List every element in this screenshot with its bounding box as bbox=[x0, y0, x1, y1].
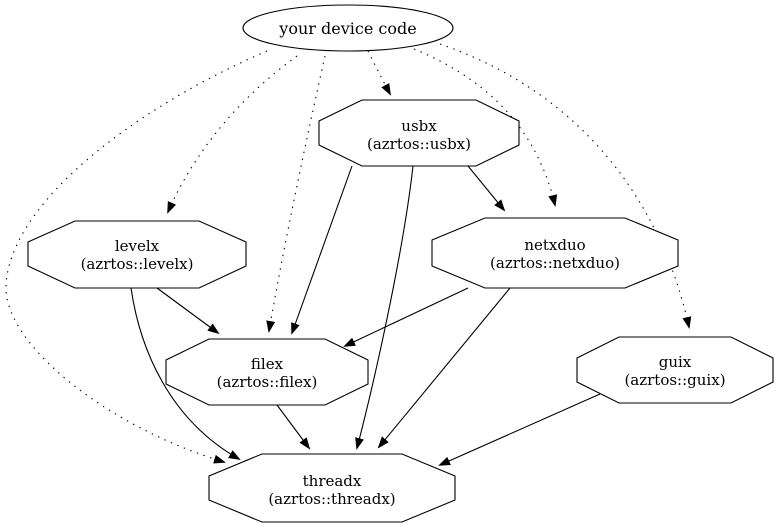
node-filex: filex (azrtos::filex) bbox=[165, 338, 369, 406]
node-netxduo-label: netxduo bbox=[524, 236, 585, 254]
node-threadx: threadx (azrtos::threadx) bbox=[208, 453, 456, 523]
edge-device-filex bbox=[266, 55, 326, 333]
node-device-code-label: your device code bbox=[278, 19, 416, 38]
octagon-shape bbox=[27, 220, 247, 289]
edge-usbx-filex bbox=[291, 165, 353, 335]
edge-guix-threadx bbox=[438, 393, 601, 466]
octagon-shape bbox=[165, 338, 369, 406]
node-usbx-label: usbx bbox=[401, 117, 437, 135]
node-levelx-label: levelx bbox=[115, 237, 160, 255]
node-guix: guix (azrtos::guix) bbox=[576, 336, 774, 404]
node-device-code: your device code bbox=[242, 4, 454, 52]
octagon-shape bbox=[208, 453, 456, 523]
edge-device-guix bbox=[439, 43, 692, 329]
edge-filex-threadx bbox=[276, 404, 311, 450]
node-usbx: usbx (azrtos::usbx) bbox=[318, 99, 520, 167]
node-levelx-sublabel: (azrtos::levelx) bbox=[81, 255, 194, 273]
node-threadx-label: threadx bbox=[303, 472, 362, 490]
node-filex-label: filex bbox=[251, 355, 284, 373]
node-usbx-sublabel: (azrtos::usbx) bbox=[367, 135, 471, 153]
octagon-shape bbox=[431, 217, 679, 289]
edge-device-usbx bbox=[367, 50, 391, 96]
node-guix-sublabel: (azrtos::guix) bbox=[624, 371, 725, 389]
edge-netxduo-threadx bbox=[377, 287, 511, 449]
node-threadx-sublabel: (azrtos::threadx) bbox=[268, 490, 395, 508]
octagon-shape bbox=[318, 99, 520, 167]
node-netxduo: netxduo (azrtos::netxduo) bbox=[431, 217, 679, 289]
edge-usbx-netxduo bbox=[467, 165, 506, 212]
edge-device-levelx bbox=[167, 55, 298, 214]
node-netxduo-sublabel: (azrtos::netxduo) bbox=[490, 254, 620, 272]
node-filex-sublabel: (azrtos::filex) bbox=[217, 373, 318, 391]
ellipse-shape bbox=[242, 4, 454, 52]
edge-levelx-filex bbox=[156, 287, 220, 335]
octagon-shape bbox=[576, 336, 774, 404]
edge-netxduo-filex bbox=[343, 287, 469, 347]
node-guix-label: guix bbox=[659, 353, 692, 371]
edge-usbx-threadx bbox=[355, 165, 414, 450]
node-levelx: levelx (azrtos::levelx) bbox=[27, 220, 247, 289]
edge-levelx-threadx bbox=[130, 287, 241, 460]
